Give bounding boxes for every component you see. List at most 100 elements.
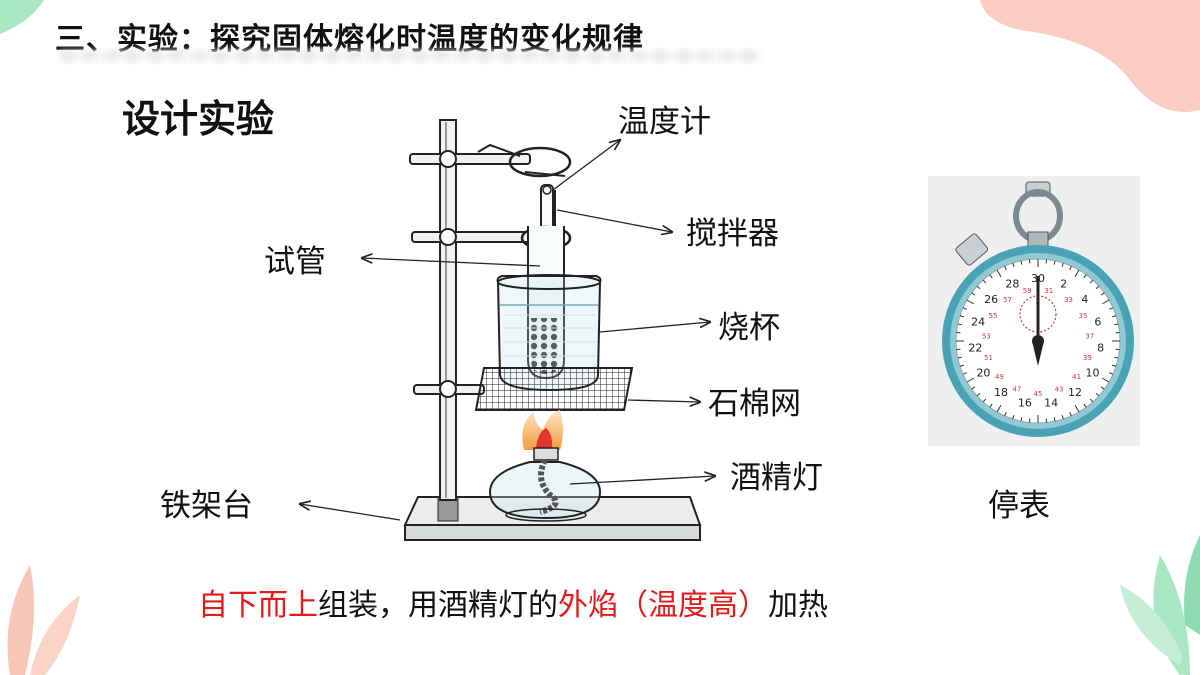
label-alcohol-lamp: 酒精灯 xyxy=(730,460,823,496)
dial-tick xyxy=(1101,377,1110,383)
dial-tick xyxy=(971,292,976,296)
dial-tick xyxy=(1061,415,1064,420)
dial-tick xyxy=(1012,262,1015,267)
dial-tick xyxy=(1089,279,1094,284)
dial-tick xyxy=(962,372,967,375)
ring-clamp xyxy=(413,380,485,398)
dial-small-number: 59 xyxy=(1023,287,1032,295)
dial-tick xyxy=(1100,386,1105,390)
dial-tick xyxy=(959,364,964,367)
dial-small-number: 39 xyxy=(1083,354,1092,362)
dial-tick xyxy=(957,323,962,326)
dial-small-number: 47 xyxy=(1012,386,1021,394)
title-reflection xyxy=(60,50,760,62)
dial-tick xyxy=(1100,292,1105,296)
label-pointer-lines xyxy=(300,140,715,521)
dial-tick xyxy=(1095,392,1100,397)
dial-tick xyxy=(1074,404,1080,413)
dial-small-number: 35 xyxy=(1079,312,1088,320)
dial-small-number: 41 xyxy=(1072,373,1081,381)
label-iron-stand: 铁架台 xyxy=(160,488,253,524)
stand-rod xyxy=(439,119,457,501)
dial-tick xyxy=(1083,274,1087,279)
dial-tick xyxy=(1095,285,1100,290)
label-thermometer: 温度计 xyxy=(618,104,711,140)
label-stopwatch: 停表 xyxy=(988,488,1050,524)
leaf-decor-bottom-left xyxy=(7,565,80,675)
instruction-emphasis-outer-flame: 外焰（温度高） xyxy=(558,588,768,623)
dial-tick xyxy=(962,307,967,310)
label-stirrer: 搅拌器 xyxy=(686,216,779,252)
dial-number: 2 xyxy=(1060,277,1067,290)
label-asbestos-net: 石棉网 xyxy=(708,386,801,422)
instruction-text-1: 组装，用酒精灯的 xyxy=(318,588,558,623)
dial-tick xyxy=(1004,265,1007,270)
assembly-instruction: 自下而上组装，用酒精灯的外焰（温度高）加热 xyxy=(198,580,828,624)
dial-tick xyxy=(1061,262,1064,267)
dial-small-number: 31 xyxy=(1044,287,1053,295)
dial-tick xyxy=(1053,417,1056,422)
dial-tick xyxy=(966,299,975,305)
dial-tick xyxy=(1109,372,1114,375)
dial-tick xyxy=(982,398,987,403)
dial-number: 8 xyxy=(1097,342,1104,355)
dial-number: 18 xyxy=(994,386,1008,399)
dial-tick xyxy=(1074,269,1080,278)
top-clamp xyxy=(409,143,572,178)
dial-small-number: 49 xyxy=(995,373,1004,381)
label-test-tube: 试管 xyxy=(264,244,326,280)
dial-tick xyxy=(1053,260,1056,265)
corner-decor-top-right xyxy=(980,0,1200,112)
dial-tick xyxy=(1089,398,1094,403)
dial-number: 28 xyxy=(1005,277,1019,290)
dial-tick xyxy=(1112,364,1117,367)
dial-tick xyxy=(996,269,1002,278)
dial-tick xyxy=(996,404,1002,413)
dial-tick xyxy=(1114,323,1119,326)
dial-small-number: 45 xyxy=(1034,390,1043,398)
alcohol-lamp xyxy=(488,447,602,522)
corner-decor-top-left xyxy=(0,0,44,34)
dial-tick xyxy=(1101,299,1110,305)
dial-tick xyxy=(989,274,993,279)
dial-tick xyxy=(1069,412,1072,417)
dial-tick xyxy=(1020,260,1023,265)
asbestos-net xyxy=(474,367,634,411)
dial-tick xyxy=(971,386,976,390)
dial-tick xyxy=(1112,315,1117,318)
instruction-emphasis-bottom-up: 自下而上 xyxy=(198,588,318,623)
dial-small-number: 51 xyxy=(984,354,993,362)
slide-subtitle: 设计实验 xyxy=(122,97,275,141)
dial-tick xyxy=(1069,265,1072,270)
leaf-decor-bottom-right xyxy=(1120,535,1200,675)
dial-number: 26 xyxy=(984,293,998,306)
dial-tick xyxy=(976,392,981,397)
dial-number: 24 xyxy=(971,316,985,329)
dial-tick xyxy=(966,377,975,383)
dial-number: 12 xyxy=(1068,386,1082,399)
dial-tick xyxy=(1109,307,1114,310)
dial-tick xyxy=(1004,412,1007,417)
dial-tick xyxy=(982,279,987,284)
stand-base xyxy=(403,496,702,541)
dial-tick xyxy=(976,285,981,290)
dial-tick xyxy=(1083,403,1087,408)
dial-number: 22 xyxy=(968,342,982,355)
dial-number: 10 xyxy=(1086,367,1100,380)
stopwatch-icon: 3024681012141618202224262831333537394143… xyxy=(942,181,1134,437)
dial-tick xyxy=(1114,356,1119,359)
label-beaker: 烧杯 xyxy=(718,310,780,346)
dial-tick xyxy=(1020,417,1023,422)
dial-number: 16 xyxy=(1018,397,1032,410)
dial-tick xyxy=(989,403,993,408)
dial-tick xyxy=(957,356,962,359)
instruction-text-2: 加热 xyxy=(768,588,828,623)
test-tube xyxy=(527,226,565,380)
dial-tick xyxy=(959,315,964,318)
dial-tick xyxy=(1012,415,1015,420)
dial-small-number: 33 xyxy=(1064,296,1073,304)
dial-number: 4 xyxy=(1081,293,1088,306)
dial-number: 6 xyxy=(1094,316,1101,329)
middle-clamp xyxy=(411,225,572,251)
